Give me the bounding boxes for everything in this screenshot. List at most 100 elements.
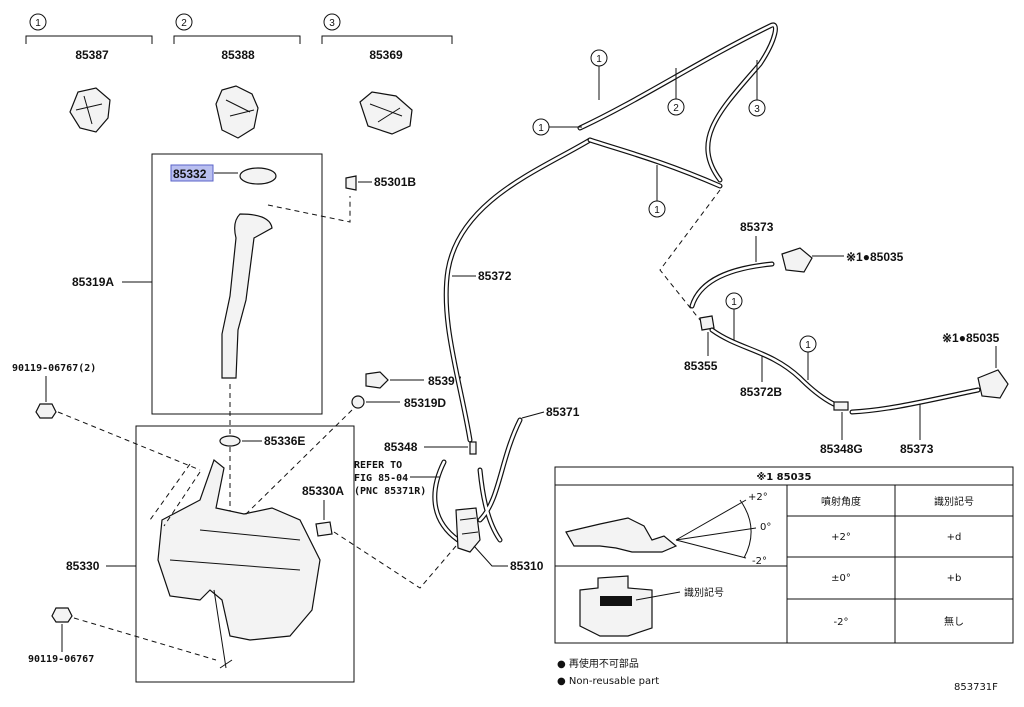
dashed-link [149,463,201,527]
clip-marker[interactable]: 2 [667,68,685,116]
clip-85369-icon [359,91,413,135]
clip-detail [225,99,255,117]
seal-icon [219,435,241,447]
part-label-85388[interactable]: 85388 [221,48,255,62]
label-85319d: 85319D [404,396,446,410]
group-marker-text: 1 [35,18,41,29]
label-85372b: 85372B [740,385,782,399]
highlight-85332 [170,164,214,182]
label-85330a: 85330A [302,484,344,498]
leader [473,545,508,567]
spray-angle-table: ※1 85035 噴射角度 識別記号 +2° +d ±0° +b -2° 無し … [554,466,1014,644]
part-85373-upper[interactable]: 85373 [740,220,774,262]
svg-text:1: 1 [731,297,737,308]
part-90119-06767[interactable]: 90119-06767 [28,607,217,665]
group-marker-text: 3 [329,18,335,29]
part-85330a[interactable]: 85330A [302,484,457,589]
hose-85372 [443,137,593,443]
part-85330[interactable]: 85330 [66,459,321,669]
joint-icon [833,401,849,411]
group-marker-icon [323,13,341,31]
label-85319a: 85319A [72,275,114,289]
part-85348[interactable]: 85348 [384,440,477,455]
grommet-icon [365,371,389,389]
part-90119-06767-2[interactable]: 90119-06767(2) [12,363,201,471]
hose-85371-core [478,418,522,542]
tank-assembly-box [135,425,355,683]
clip-marker[interactable]: 1 [799,335,817,380]
part-85319a[interactable]: 85319A [72,213,273,379]
label-85310: 85310 [510,559,544,573]
cell-angle: +2° [831,532,851,543]
part-85355[interactable]: 85355 [684,315,718,373]
tank-detail [169,529,301,669]
leader [635,591,681,601]
clip-marker[interactable]: 1 [590,49,608,100]
joint-icon [699,315,715,331]
ring-icon [351,395,365,409]
id-mark-label: 識別記号 [684,586,724,599]
group-1[interactable]: 1 85387 [25,13,153,133]
clip-detail [75,95,103,125]
dashed-link [659,189,721,321]
part-85336e[interactable]: 85336E [219,434,305,448]
hose-85373-upper-core [690,262,774,308]
bolt-icon [35,403,57,419]
part-label-85369[interactable]: 85369 [369,48,403,62]
legend: ● 再使用不可部品 ● Non-reusable part [557,657,659,687]
filler-assembly-box [151,153,323,415]
grommet-icon [315,521,333,537]
label-85372: 85372 [478,269,512,283]
clip-marker[interactable]: 1 [725,292,743,340]
nozzle-icon [977,369,1009,399]
label-85397: 85397 [428,374,462,388]
label-85373-lower: 85373 [900,442,934,456]
part-85373-lower[interactable]: 85373 [900,404,934,456]
label-85348g: 85348G [820,442,863,456]
spray-lines [675,499,757,559]
label-85373-upper: 85373 [740,220,774,234]
part-85348g[interactable]: 85348G [820,401,863,456]
refer-line-1: REFER TO [354,460,402,471]
grommet-icon [345,175,357,191]
group-3[interactable]: 3 85369 [321,13,453,135]
svg-text:1: 1 [538,123,544,134]
pump-motor-icon [455,507,481,553]
label-85348: 85348 [384,440,418,454]
part-85319d[interactable]: 85319D [243,395,446,517]
refer-line-2: FIG 85-04 [354,473,408,484]
cell-mark: 無し [944,615,964,628]
label-85355: 85355 [684,359,718,373]
part-85310[interactable]: 85310 [455,507,544,573]
cell-angle: ±0° [831,573,851,584]
label-85035-upper: ※1●85035 [846,250,904,264]
dashed-link [57,411,201,471]
hose-85372b-core [710,328,840,408]
nozzle-side-view-icon [565,517,678,553]
part-85397[interactable]: 85397 [365,371,462,389]
part-85372b[interactable]: 85372B [740,356,782,399]
part-85371[interactable]: 85371 [521,405,580,419]
header-spray-angle: 噴射角度 [821,495,861,508]
refer-note[interactable]: REFER TO FIG 85-04 (PNC 85371R) [354,460,440,497]
bolt-icon [51,607,73,623]
dashed-link [73,617,217,661]
hose-85372-core [444,138,592,442]
part-85372[interactable]: 85372 [452,269,512,283]
part-85301b[interactable]: 85301B [345,175,416,191]
clip-marker[interactable]: 1 [532,118,582,136]
header-id-mark: 識別記号 [934,495,974,508]
clip-marker[interactable]: 1 [648,165,666,218]
id-mark-icon [600,596,632,606]
clip-marker[interactable]: 3 [748,60,766,117]
part-label-85387[interactable]: 85387 [75,48,109,62]
label-85330: 85330 [66,559,100,573]
part-85035-lower[interactable]: ※1●85035 [942,331,1009,399]
part-85035-upper[interactable]: ※1●85035 [781,247,904,273]
dashed-link [333,531,457,589]
group-2[interactable]: 2 85388 [173,13,301,139]
label-85371: 85371 [546,405,580,419]
dashed-link [243,409,353,517]
part-85332[interactable]: 85332 [170,164,277,185]
